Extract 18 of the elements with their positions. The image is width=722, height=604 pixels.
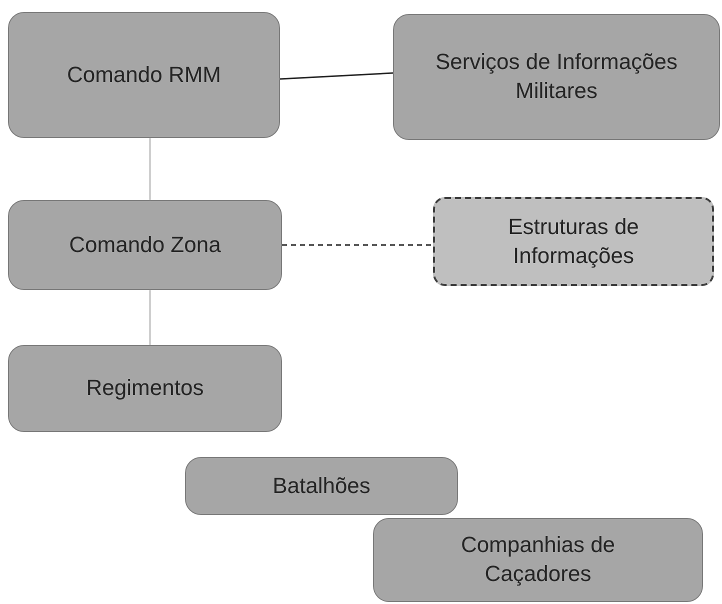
process-box [8,12,280,138]
connector-line [149,138,151,200]
box-label: Serviços de Informações Militares [434,48,679,105]
dashed-box [433,197,714,286]
box-label: Comando Zona [68,230,222,259]
process-box [393,14,720,140]
box-label: Regimentos [85,374,205,402]
connector-line [149,290,151,345]
process-box [8,200,282,290]
connector-line [280,72,394,80]
process-box [185,457,458,515]
box-label: Companhias de Caçadores [460,531,616,588]
process-box [373,518,703,602]
box-label: Comando RMM [66,60,222,89]
process-box [8,345,282,432]
box-label: Estruturas de Informações [507,212,640,270]
dashed-connector [282,244,433,246]
box-label: Batalhões [272,472,372,500]
